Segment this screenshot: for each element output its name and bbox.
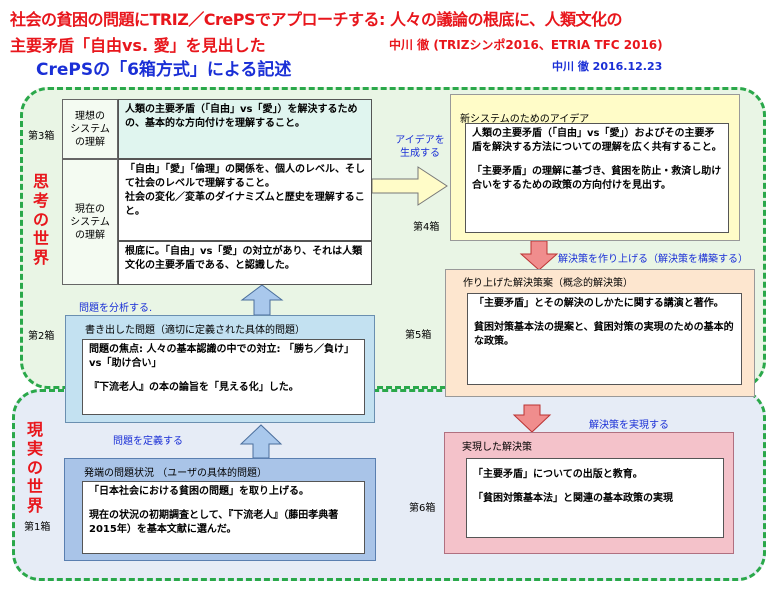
- arrow-implement-solution: [512, 404, 552, 433]
- box3-ideal-cell: 理想の システム の理解: [62, 99, 118, 159]
- box5-spacer: [474, 311, 735, 321]
- box2-title: 書き出した問題（適切に定義された具体的問題）: [85, 325, 305, 336]
- box6-text2: 「貧困対策基本法」と関連の基本政策の実現: [473, 493, 673, 504]
- box3-ideal-label: 理想の システム の理解: [70, 110, 110, 148]
- arrow-label-build-solution: 解決策を作り上げる（解決策を構築する）: [558, 254, 748, 265]
- title-line-2: 主要矛盾「自由vs. 愛」を見出した: [10, 36, 266, 55]
- box3-current-label: 現在の システム の理解: [70, 203, 110, 241]
- box4-spacer: [472, 155, 722, 165]
- box3-current-cell: 現在の システム の理解: [62, 159, 118, 285]
- thinking-world-label: 思考の世界: [32, 172, 49, 267]
- box2-content: 問題の焦点: 人々の基本認識の中での対立: 「勝ち／負け」vs「助け合い」 『下…: [82, 339, 365, 415]
- box2-spacer: [89, 371, 358, 381]
- box5-text2: 貧困対策基本法の提案と、貧困対策の実現のための基本的な政策。: [474, 322, 734, 347]
- box6-title: 実現した解決策: [462, 442, 532, 453]
- title-line-3: CrePSの「6箱方式」による記述: [36, 60, 292, 80]
- arrow-label-implement-solution: 解決策を実現する: [589, 420, 669, 431]
- box1-text2: 現在の状況の初期調査として、『下流老人』（藤田孝典著2015年）を基本文献に選ん…: [89, 510, 339, 535]
- arrow-label-generate-ideas: アイデアを 生成する: [395, 135, 445, 159]
- box2-label: 第2箱: [28, 331, 55, 342]
- box3-current-text: 「自由」「愛」「倫理」の関係を、個人のレベル、そして社会のレベルで理解すること。…: [118, 159, 372, 241]
- box4-title: 新システムのためのアイデア: [460, 114, 590, 125]
- box6-content: 「主要矛盾」についての出版と教育。 「貧困対策基本法」と関連の基本政策の実現: [466, 458, 724, 538]
- arrow-label-analyze-problem: 問題を分析する.: [79, 303, 153, 314]
- author-conference: 中川 徹 (TRIZシンポ2016、ETRIA TFC 2016): [389, 38, 663, 52]
- box6-label: 第6箱: [409, 503, 436, 514]
- box1-label: 第1箱: [24, 522, 51, 533]
- box3-current-recognition: 根底に。「自由」vs「愛」の対立があり、それは人類文化の主要矛盾である、と認識し…: [118, 241, 372, 285]
- arrow-label-define-problem: 問題を定義する: [113, 436, 183, 447]
- title-line-1: 社会の貧困の問題にTRIZ／CrePSでアプローチする: 人々の議論の根底に、人…: [10, 10, 623, 29]
- box1-title: 発端の問題状況 （ユーザの具体的問題）: [84, 468, 267, 479]
- real-world-label: 現実の世界: [26, 420, 43, 515]
- box1-spacer: [89, 499, 358, 509]
- box6-spacer: [473, 482, 717, 492]
- box5-content: 「主要矛盾」とその解決のしかたに関する講演と著作。 貧困対策基本法の提案と、貧困…: [467, 293, 742, 385]
- box4-label: 第4箱: [413, 222, 440, 233]
- box4-text1: 人類の主要矛盾（「自由」vs「愛」）およびその主要矛盾を解決する方法についての理…: [472, 128, 722, 153]
- box4-text2: 「主要矛盾」の理解に基づき、貧困を防止・救済し助け合いをするための政策の方向付け…: [472, 166, 722, 191]
- arrow-define-problem: [239, 424, 283, 459]
- box4-content: 人類の主要矛盾（「自由」vs「愛」）およびその主要矛盾を解決する方法についての理…: [465, 123, 729, 233]
- box5-text1: 「主要矛盾」とその解決のしかたに関する講演と著作。: [474, 298, 724, 309]
- box6-text1: 「主要矛盾」についての出版と教育。: [473, 469, 643, 480]
- box2-text2: 『下流老人』の本の論旨を「見える化」した。: [89, 382, 299, 393]
- box5-title: 作り上げた解決策案（概念的解決策）: [463, 278, 633, 289]
- author-date: 中川 徹 2016.12.23: [552, 60, 663, 73]
- box5-label: 第5箱: [405, 330, 432, 341]
- box3-label: 第3箱: [28, 131, 55, 142]
- arrow-build-solution: [519, 240, 559, 271]
- box1-content: 「日本社会における貧困の問題」を取り上げる。 現在の状況の初期調査として、『下流…: [82, 481, 365, 554]
- box1-text1: 「日本社会における貧困の問題」を取り上げる。: [89, 486, 309, 497]
- box3-ideal-text: 人類の主要矛盾（「自由」vs「愛」）を解決するための、基本的な方向付けを理解する…: [118, 99, 372, 159]
- arrow-analyze-problem: [240, 284, 284, 316]
- arrow-generate-ideas: [371, 166, 448, 206]
- box2-text1: 問題の焦点: 人々の基本認識の中での対立: 「勝ち／負け」vs「助け合い」: [89, 344, 354, 369]
